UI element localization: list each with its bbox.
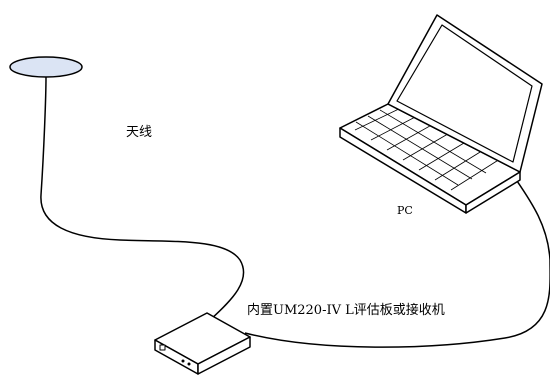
- antenna-icon: [9, 56, 83, 78]
- receiver-box-icon: [154, 312, 251, 375]
- pc-label: PC: [397, 204, 413, 217]
- laptop-icon: [339, 14, 543, 214]
- antenna-cable: [40, 76, 245, 321]
- antenna-label: 天线: [126, 125, 153, 140]
- receiver-label: 内置UM220-IV L评估板或接收机: [247, 303, 445, 318]
- pc-cable: [244, 177, 550, 348]
